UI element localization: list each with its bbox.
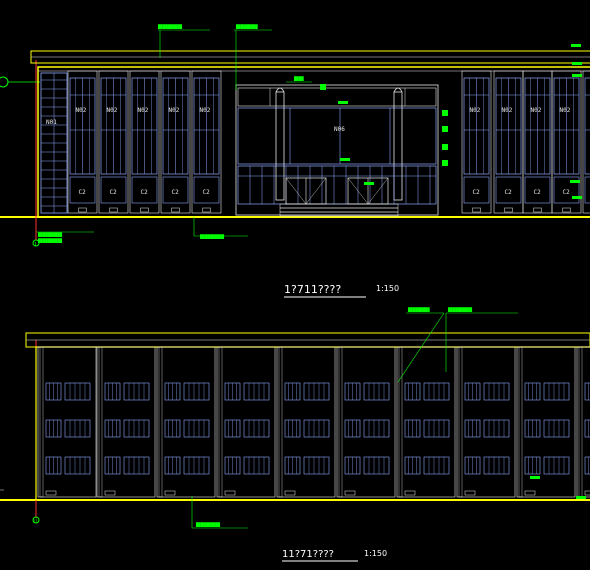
facade-outline-bottom xyxy=(35,346,590,500)
bay-lower-label: C2 xyxy=(534,189,542,196)
note-bottom-left-1: ██████████ xyxy=(37,232,63,237)
bay-label: N02 xyxy=(531,107,542,114)
facade-outline-top xyxy=(37,66,590,217)
window-bay xyxy=(576,346,590,498)
bay-label: N02 xyxy=(200,107,211,114)
axis-bubble-11 xyxy=(32,516,40,524)
note-bottom-base: ██████████ xyxy=(195,522,221,527)
note-top-left: ██████████ xyxy=(157,24,183,29)
window-bay xyxy=(516,346,576,498)
window-bays-bottom xyxy=(37,346,590,498)
drawing-title-top: 1?711???? xyxy=(284,283,341,296)
bay-lower-label: C2 xyxy=(203,189,211,196)
annotations-bottom: █████████ ██████████ ██████████ xyxy=(191,307,586,529)
annotations-top: ██████████ █████████ ████ ██████████ ███… xyxy=(36,24,582,243)
window-bay xyxy=(156,346,216,498)
window-bay xyxy=(276,346,336,498)
window-bay xyxy=(336,346,396,498)
window-bay xyxy=(96,346,156,498)
note-bottom-top-right: ██████████ xyxy=(447,307,473,312)
level-marker-left xyxy=(0,76,9,88)
window-bay xyxy=(37,346,97,498)
bay-label: N02 xyxy=(138,107,149,114)
note-bottom-top-mid: █████████ xyxy=(407,307,430,312)
drawing-title-bottom: 11?71???? xyxy=(282,549,334,560)
bay-label: N02 xyxy=(560,107,571,114)
note-center: ████ xyxy=(293,76,304,81)
axis-label-1: 1 xyxy=(34,242,37,248)
bay-lower-label: C2 xyxy=(79,189,87,196)
window-bay xyxy=(456,346,516,498)
bay-label: N01 xyxy=(46,119,57,126)
drawing-scale-top: 1:150 xyxy=(376,284,399,293)
bay-label: N02 xyxy=(107,107,118,114)
bay-lower-label: C2 xyxy=(473,189,481,196)
bay-label: N02 xyxy=(76,107,87,114)
drawing-scale-bottom: 1:150 xyxy=(364,549,387,558)
note-bottom-left-2: ██████████ xyxy=(37,238,63,243)
bay-label: N02 xyxy=(470,107,481,114)
note-bottom-mid: ██████████ xyxy=(199,234,225,239)
axis-label-11: 11 xyxy=(33,519,38,524)
bay-lower-label: C2 xyxy=(563,189,571,196)
bay-lower-label: C2 xyxy=(141,189,149,196)
bay-lower-label: C2 xyxy=(505,189,513,196)
stair-tower-left xyxy=(40,72,68,214)
entrance-label: N06 xyxy=(334,126,345,133)
window-bay xyxy=(216,346,276,498)
window-bay xyxy=(396,346,456,498)
bay-label: N02 xyxy=(169,107,180,114)
elevation-bottom: 11 █████████ ██████████ ██████████ 11?71… xyxy=(0,307,590,562)
entrance-block: N06 xyxy=(235,84,439,217)
bay-lower-label: C2 xyxy=(110,189,118,196)
bay-label: N02 xyxy=(502,107,513,114)
bay-lower-label: C2 xyxy=(172,189,180,196)
note-top-mid: █████████ xyxy=(235,24,258,29)
axis-bubble-1 xyxy=(32,239,40,247)
